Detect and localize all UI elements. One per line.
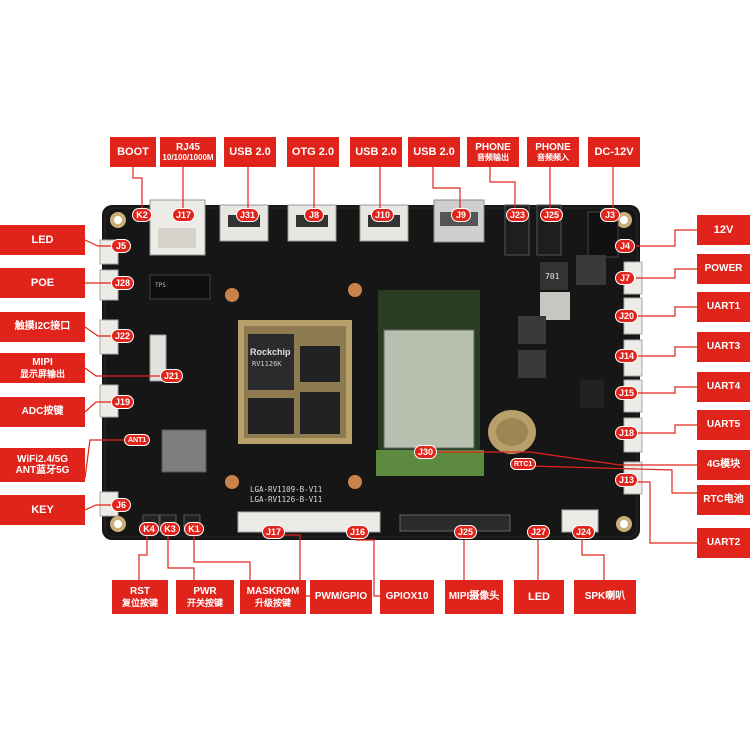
label-usb2-j9: USB 2.0 [408, 137, 460, 167]
tag-k4: K4 [139, 522, 159, 536]
soc-brand: Rockchip [250, 347, 291, 357]
tag-k2: K2 [132, 208, 152, 222]
label-touch-i2c: 触摸I2C接口 [0, 312, 85, 342]
tag-j22: J22 [111, 329, 135, 343]
label-uart5: UART5 [697, 410, 750, 440]
tag-j15: J15 [615, 386, 639, 400]
left-connectors [99, 239, 119, 517]
silkscreen-board-id-1: LGA-RV1109-B-V11 [250, 485, 323, 494]
tag-j9: J9 [451, 208, 471, 222]
tag-j3: J3 [600, 208, 620, 222]
tag-j24: J24 [572, 525, 596, 539]
label-dc12v: DC-12V [588, 137, 640, 167]
label-power: POWER [697, 254, 750, 284]
label-key: KEY [0, 495, 85, 525]
tag-j25-bottom: J25 [454, 525, 478, 539]
tag-j19: J19 [111, 395, 135, 409]
tag-j8: J8 [304, 208, 324, 222]
label-led-left: LED [0, 225, 85, 255]
label-poe: POE [0, 268, 85, 298]
label-adc: ADC按键 [0, 397, 85, 427]
tag-j31: J31 [236, 208, 260, 222]
tag-k1: K1 [184, 522, 204, 536]
tag-j6: J6 [111, 498, 131, 512]
tag-j5: J5 [111, 239, 131, 253]
tag-j13: J13 [615, 473, 639, 487]
rtc-battery-holder [488, 410, 536, 454]
label-uart3: UART3 [697, 332, 750, 362]
label-uart4: UART4 [697, 372, 750, 402]
wifi-module [161, 429, 207, 473]
tag-j7: J7 [615, 271, 635, 285]
label-rtc-battery: RTC电池 [697, 485, 750, 515]
tag-j4: J4 [615, 239, 635, 253]
tag-j14: J14 [615, 349, 639, 363]
transformer-marking: TPS [155, 282, 166, 289]
inductor-marking: 701 [545, 272, 560, 281]
tag-j25: J25 [540, 208, 564, 222]
ethernet-transformer [149, 274, 211, 300]
soc-module [238, 320, 352, 444]
tag-j17-top: J17 [172, 208, 196, 222]
label-led-bottom: LED [514, 580, 564, 614]
tag-j18: J18 [615, 426, 639, 440]
label-otg: OTG 2.0 [287, 137, 339, 167]
label-gpiox10: GPIOX10 [380, 580, 434, 614]
label-4g-module: 4G模块 [697, 450, 750, 480]
tag-j17-bottom: J17 [262, 525, 286, 539]
4g-module [376, 290, 484, 476]
tag-j23: J23 [506, 208, 530, 222]
label-uart2: UART2 [697, 528, 750, 558]
silkscreen-board-id-2: LGA-RV1126-B-V11 [250, 495, 323, 504]
tag-j27: J27 [527, 525, 551, 539]
tag-k3: K3 [160, 522, 180, 536]
label-mipi-camera: MIPI摄像头 [445, 580, 503, 614]
power-inductors [518, 255, 606, 408]
tag-j16: J16 [346, 525, 370, 539]
label-boot: BOOT [110, 137, 156, 167]
tag-j21: J21 [160, 369, 184, 383]
soc-model: RV1126K [252, 360, 282, 368]
leader-lines [84, 165, 697, 597]
label-usb2-j10: USB 2.0 [350, 137, 402, 167]
tag-j20: J20 [615, 309, 639, 323]
tag-j30: J30 [414, 445, 438, 459]
tag-ant1: ANT1 [124, 434, 151, 446]
label-12v: 12V [697, 215, 750, 245]
label-spk: SPK喇叭 [574, 580, 636, 614]
pcb-board [102, 205, 640, 540]
tag-rtc1: RTC1 [510, 458, 537, 470]
label-uart1: UART1 [697, 292, 750, 322]
label-usb2-j31: USB 2.0 [224, 137, 276, 167]
mounting-holes [110, 212, 632, 532]
label-pwm-gpio: PWM/GPIO [310, 580, 372, 614]
tag-j10: J10 [371, 208, 395, 222]
tag-j28: J28 [111, 276, 135, 290]
